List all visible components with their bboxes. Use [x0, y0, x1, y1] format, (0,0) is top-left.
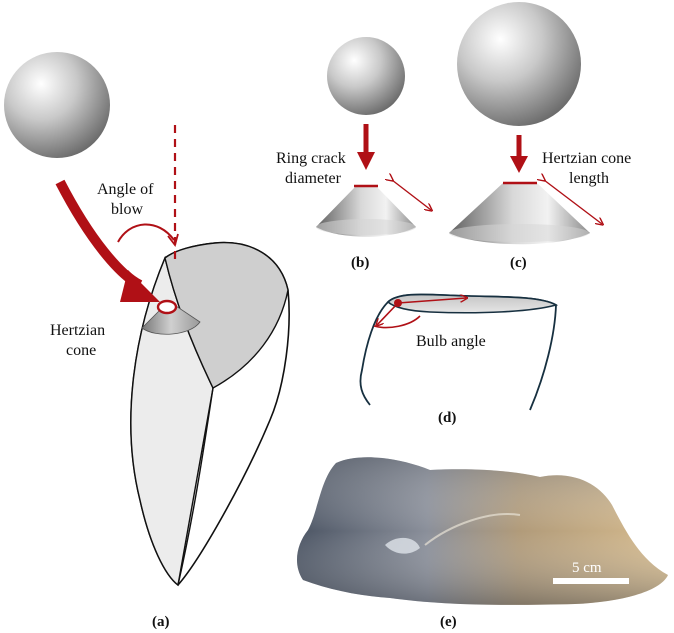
- flake-platform: [164, 241, 289, 389]
- caption-d: (d): [438, 410, 456, 426]
- bulb-angle-label: Bulb angle: [416, 333, 486, 350]
- caption-b: (b): [351, 255, 369, 271]
- sphere-a: [4, 52, 110, 158]
- arrow-b-head: [357, 152, 375, 170]
- scale-bar: [553, 578, 629, 584]
- ring-crack-label: Ring crack diameter: [276, 150, 350, 187]
- flint-photo-shading: [296, 457, 668, 605]
- blow-arrowhead: [120, 270, 160, 302]
- hertzian-cone-a: [141, 305, 201, 335]
- flint-ridge: [424, 513, 521, 546]
- flake-ridge: [177, 387, 214, 586]
- angle-of-blow-label: Angle of blow: [97, 181, 157, 218]
- bulb-arrow-down: [377, 302, 399, 325]
- panel-d: Bulb angle (d): [359, 293, 559, 426]
- sphere-c: [457, 2, 581, 126]
- panel-a: Angle of blow Hertzian cone (a): [4, 52, 290, 630]
- panel-b: Ring crack diameter (b): [276, 37, 431, 271]
- cone-b-base: [316, 219, 416, 235]
- panel-e: 5 cm (e): [296, 457, 668, 630]
- hertzian-cone-label: Hertzian cone: [50, 322, 109, 359]
- cone-c-base: [449, 224, 589, 242]
- dimension-arrow-c: [544, 180, 602, 224]
- bulb-region: [386, 293, 559, 314]
- caption-e: (e): [440, 614, 457, 630]
- caption-c: (c): [510, 255, 527, 271]
- bulb-arrow-horizontal: [397, 298, 466, 304]
- cone-length-label: Hertzian cone length: [542, 150, 635, 187]
- dimension-arrow-b: [392, 180, 431, 210]
- angle-arc-arrowhead: [167, 233, 179, 247]
- caption-a: (a): [152, 614, 170, 630]
- arrow-c-head: [510, 156, 528, 173]
- angle-of-blow-arc: [117, 223, 175, 243]
- flint-bulb-highlight: [385, 537, 420, 554]
- impact-ring: [156, 299, 178, 315]
- sphere-b: [327, 37, 405, 115]
- panel-c: Hertzian cone length (c): [449, 2, 635, 271]
- scale-bar-label: 5 cm: [572, 560, 602, 576]
